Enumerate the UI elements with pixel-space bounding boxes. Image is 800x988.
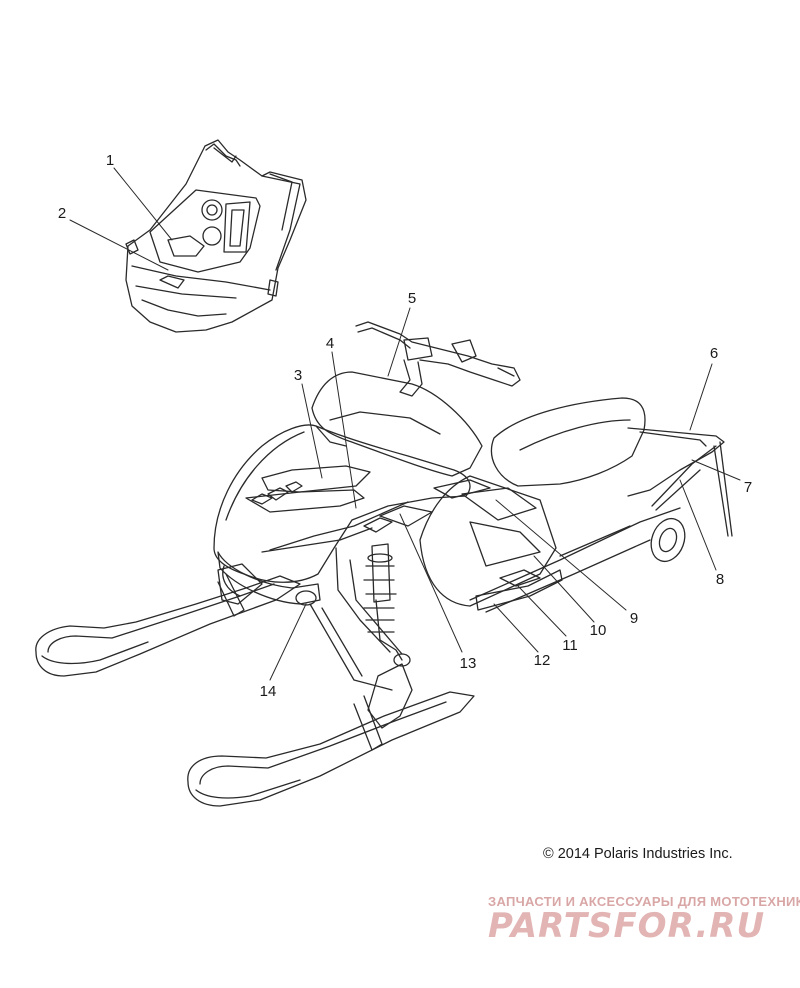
callout-10: 10 xyxy=(590,622,607,639)
leader-4 xyxy=(331,351,357,509)
leader-12 xyxy=(493,603,539,653)
snowmobile-body xyxy=(35,321,733,807)
leader-lines xyxy=(69,167,741,681)
callout-7: 7 xyxy=(744,479,752,496)
watermark-logo: PARTSFOR.RU xyxy=(488,906,766,946)
callout-12: 12 xyxy=(534,652,551,669)
callout-11: 11 xyxy=(562,637,578,654)
inset-console-assembly xyxy=(125,139,307,333)
callout-8: 8 xyxy=(716,571,724,588)
leader-13 xyxy=(399,513,463,653)
callout-5: 5 xyxy=(408,290,416,307)
callout-2: 2 xyxy=(58,205,66,222)
callout-6: 6 xyxy=(710,345,718,362)
leader-10 xyxy=(533,555,595,623)
leader-11 xyxy=(517,585,567,637)
callout-9: 9 xyxy=(630,610,638,627)
callout-4: 4 xyxy=(326,335,334,352)
leader-2 xyxy=(69,219,169,271)
leader-14 xyxy=(269,603,307,681)
callout-1: 1 xyxy=(106,152,114,169)
callout-labels: 1 2 3 4 5 6 7 8 9 10 11 12 13 14 xyxy=(58,152,752,700)
leader-8 xyxy=(679,479,717,571)
leader-5 xyxy=(387,307,411,377)
callout-13: 13 xyxy=(460,655,477,672)
watermark-tagline: ЗАПЧАСТИ И АКСЕССУАРЫ ДЛЯ МОТОТЕХНИКИ xyxy=(488,894,800,909)
leader-7 xyxy=(691,459,741,481)
callout-3: 3 xyxy=(294,367,302,384)
copyright-notice: © 2014 Polaris Industries Inc. xyxy=(543,846,733,862)
leader-9 xyxy=(495,499,627,611)
callout-14: 14 xyxy=(260,683,277,700)
leader-6 xyxy=(689,363,713,431)
leader-3 xyxy=(301,383,323,479)
leader-1 xyxy=(113,167,173,241)
